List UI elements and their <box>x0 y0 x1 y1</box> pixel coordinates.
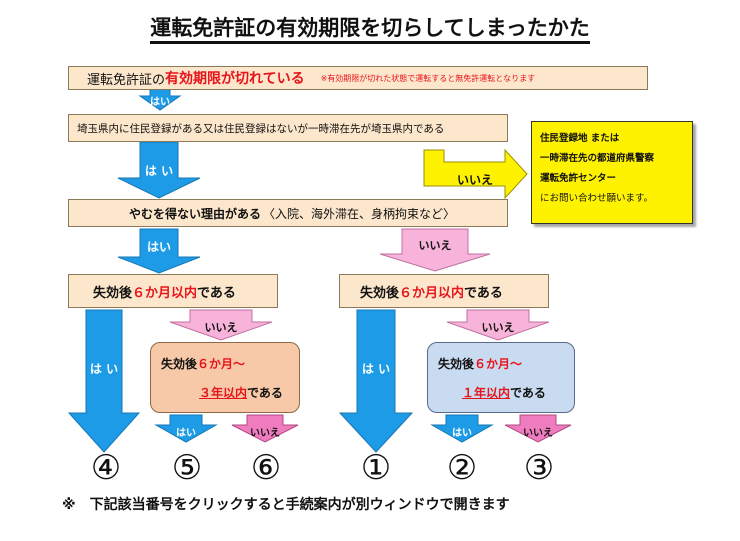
step-expired-note: ※有効期限が切れた状態で運転すると無免許運転となります <box>320 73 536 83</box>
contact-line2: 一時滞在先の都道府県警察 <box>540 153 655 164</box>
left-range-hl2: ３年以内 <box>199 386 248 400</box>
left-range-line2: ３年以内である <box>161 384 299 401</box>
right-check-6months: 失効後 ６か月以内 である <box>339 274 549 308</box>
arrow-no-right <box>446 309 550 341</box>
right-range-box: 失効後６か月〜 １年以内である <box>427 342 575 413</box>
step-residence-text: 埼玉県内に住民登録がある又は住民登録はないが一時滞在先が埼玉県内である <box>77 122 445 135</box>
label-yes-1: はい <box>150 97 170 108</box>
label-no-1: いいえ <box>456 173 493 187</box>
left-range-pre: 失効後 <box>161 357 198 371</box>
footer-note: ※ 下記該当番号をクリックすると手続案内が別ウィンドウで開きます <box>62 497 510 513</box>
right-range-line1: 失効後６か月〜 <box>438 355 574 372</box>
right-check-post: である <box>464 285 503 301</box>
step-reason-main: やむを得ない理由がある <box>129 206 262 221</box>
arrow-no-6 <box>231 414 299 443</box>
left-check-6months: 失効後 ６か月以内 である <box>68 274 278 308</box>
contact-line3: 運転免許センター <box>540 173 617 184</box>
left-range-post: である <box>247 386 283 400</box>
result-1-link[interactable]: ① <box>360 448 392 488</box>
step-reason: やむを得ない理由がある 〈入院、海外滞在、身柄拘束など〉 <box>68 199 508 227</box>
arrow-yes-left-big <box>67 309 141 453</box>
right-check-hl: ６か月以内 <box>399 285 465 301</box>
result-3-link[interactable]: ③ <box>523 448 555 488</box>
arrow-no-left <box>169 309 273 341</box>
arrow-yes-3 <box>117 228 201 274</box>
step-expired-highlight: 有効期限が切れている <box>165 71 305 87</box>
arrow-yes-2 <box>117 141 201 199</box>
contact-line4: にお問い合わせ願います。 <box>540 193 654 204</box>
left-check-hl: ６か月以内 <box>132 285 198 301</box>
right-range-hl1: ６か月〜 <box>474 357 523 371</box>
label-yes-2r: はい <box>452 428 472 439</box>
right-range-pre: 失効後 <box>438 357 475 371</box>
left-check-pre: 失効後 <box>93 285 133 301</box>
arrow-no-1 <box>423 148 528 200</box>
arrow-no-3-result <box>504 414 572 443</box>
right-check-pre: 失効後 <box>360 285 400 301</box>
result-4-link[interactable]: ④ <box>90 448 122 488</box>
left-range-line1: 失効後６か月〜 <box>161 355 299 372</box>
label-yes-3: はい <box>146 240 171 254</box>
step-expired: 運転免許証の 有効期限が切れている ※有効期限が切れた状態で運転すると無免許運転… <box>68 66 648 90</box>
step-expired-prefix: 運転免許証の <box>87 72 166 88</box>
right-range-post: である <box>510 386 546 400</box>
arrow-yes-5 <box>154 414 218 443</box>
label-no-left: いいえ <box>204 321 238 334</box>
right-range-hl2: １年以内 <box>462 386 511 400</box>
label-yes-left: は い <box>89 362 119 376</box>
step-residence: 埼玉県内に住民登録がある又は住民登録はないが一時滞在先が埼玉県内である <box>68 114 508 142</box>
label-no-2: いいえ <box>418 239 452 252</box>
result-5-link[interactable]: ⑤ <box>171 448 203 488</box>
contact-box: 住民登録地 または 一時滞在先の都道府県警察 運転免許センター にお問い合わせ願… <box>531 121 693 224</box>
arrow-yes-right-big <box>338 309 414 453</box>
result-2-link[interactable]: ② <box>446 448 478 488</box>
step-reason-sub: 〈入院、海外滞在、身柄拘束など〉 <box>263 206 456 221</box>
arrow-yes-2-result <box>430 414 494 443</box>
left-range-hl1: ６か月〜 <box>197 357 246 371</box>
result-6-link[interactable]: ⑥ <box>250 448 282 488</box>
right-range-line2: １年以内である <box>438 384 574 401</box>
page-title: 運転免許証の有効期限を切らしてしまったかた <box>0 12 740 44</box>
arrow-no-2 <box>379 228 491 272</box>
contact-line1: 住民登録地 または <box>540 133 620 144</box>
label-yes-right: は い <box>361 362 391 376</box>
left-range-box: 失効後６か月〜 ３年以内である <box>150 342 300 413</box>
left-check-post: である <box>197 285 236 301</box>
label-no-6: いいえ <box>250 428 280 439</box>
label-no-right: いいえ <box>481 321 515 334</box>
label-yes-2: は い <box>144 164 174 178</box>
label-no-3r: いいえ <box>523 428 553 439</box>
label-yes-5: はい <box>176 428 196 439</box>
